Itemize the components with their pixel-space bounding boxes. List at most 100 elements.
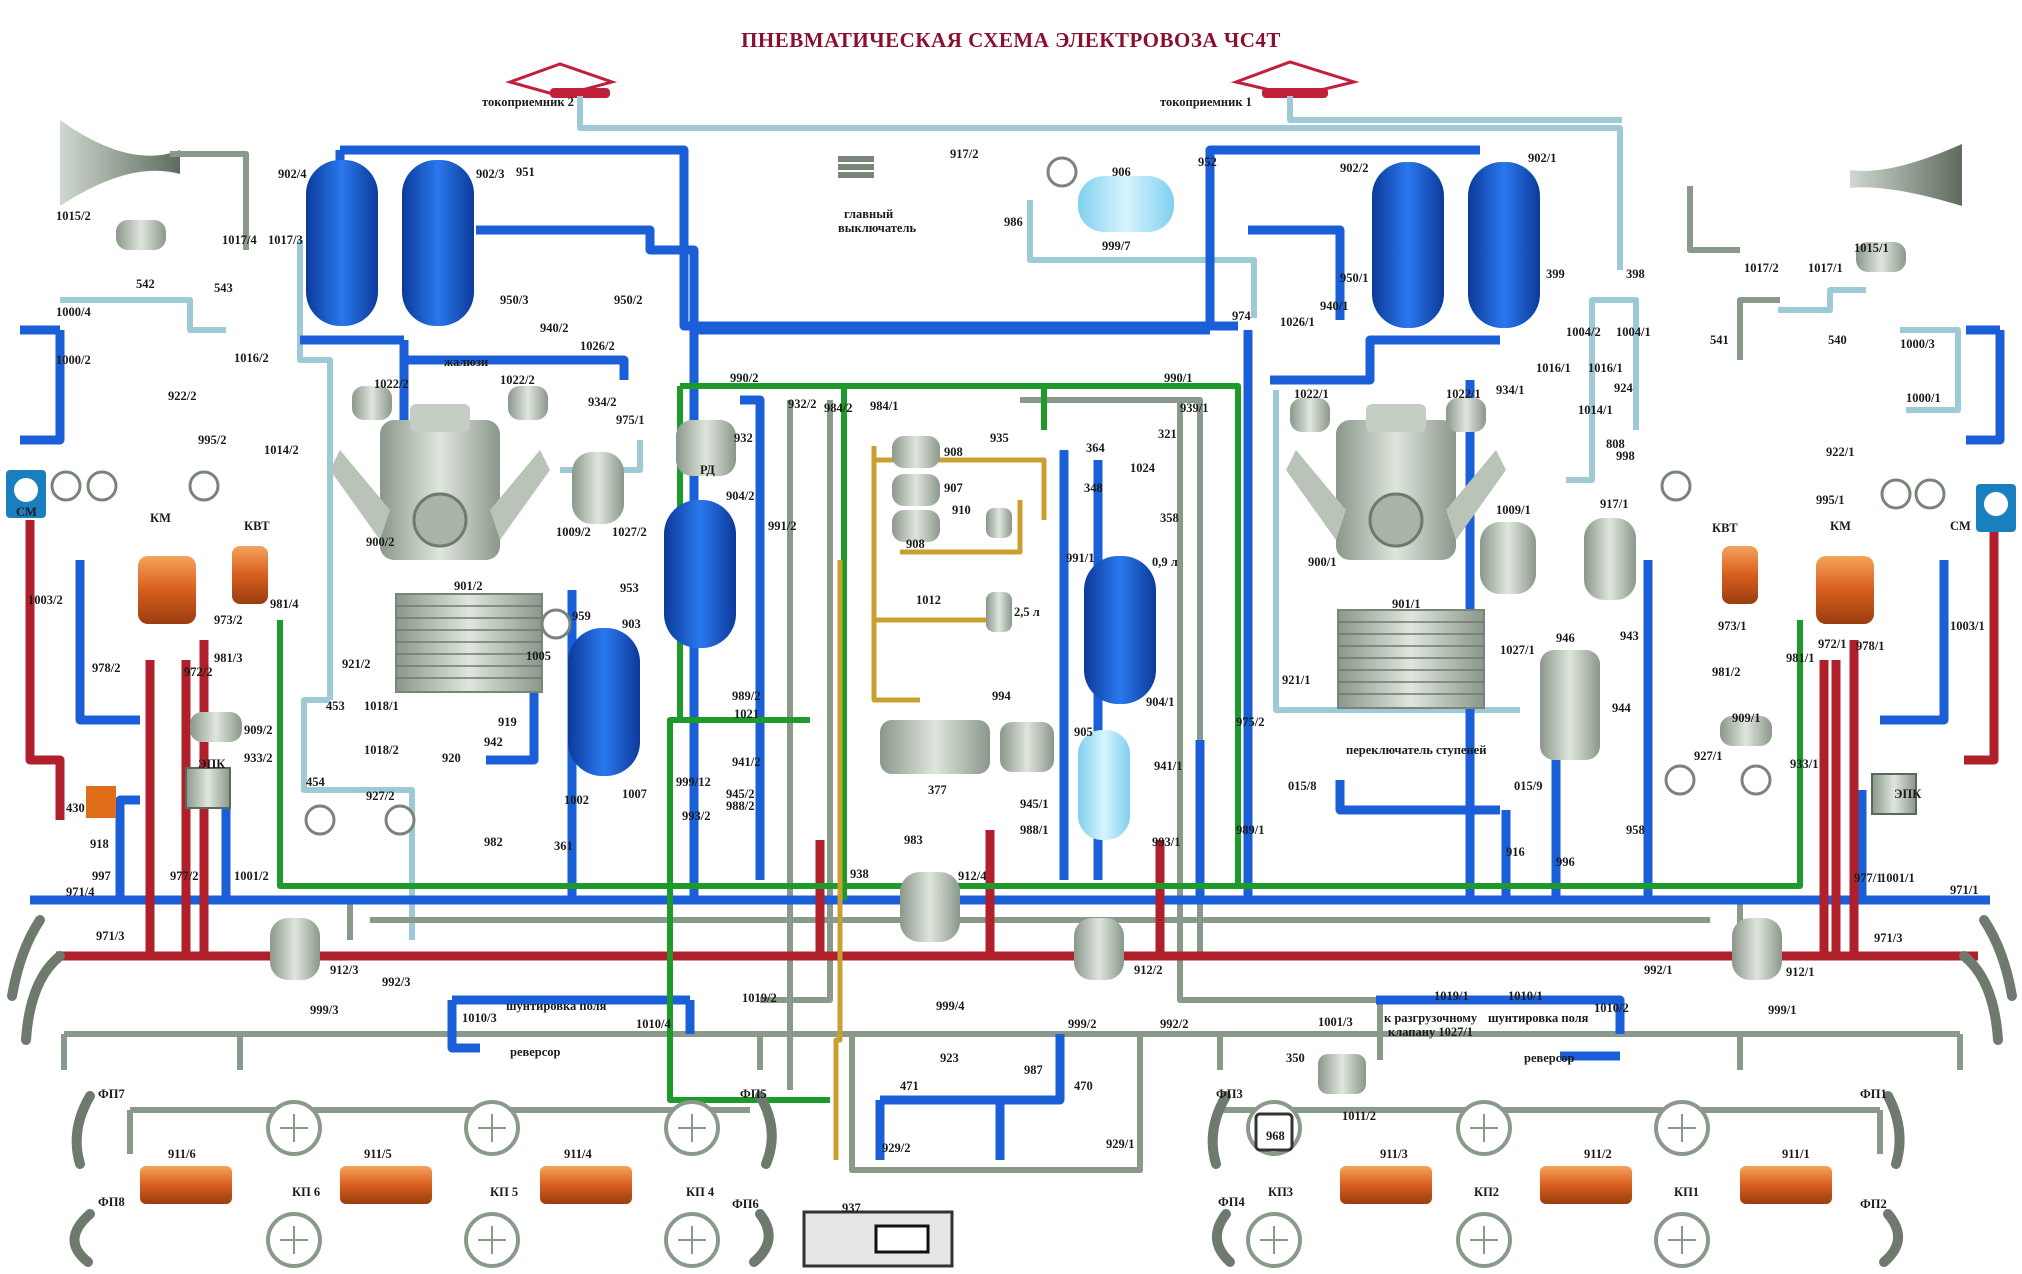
component-label: 1001/1 (1880, 871, 1915, 885)
component-label: 950/3 (500, 293, 529, 307)
component-label: 952 (1198, 155, 1217, 169)
component-label: КВТ (244, 519, 270, 533)
component-label: 348 (1084, 481, 1103, 495)
component-label: 982 (484, 835, 503, 849)
component-label: 911/1 (1782, 1147, 1810, 1161)
reservoir-902-2 (1372, 162, 1444, 328)
component-label: 0,9 л (1152, 555, 1178, 569)
component-label: 951 (516, 165, 535, 179)
component-label: 941/1 (1154, 759, 1183, 773)
component-label: 999/1 (1768, 1003, 1797, 1017)
component-label: 990/1 (1164, 371, 1193, 385)
component-label: реверсор (1524, 1051, 1575, 1065)
component-label: 1026/1 (1280, 315, 1315, 329)
epk-valve-left (185, 767, 231, 809)
device-937 (802, 1210, 954, 1268)
component-label: переключатель ступеней (1346, 743, 1487, 757)
component-label: 941/2 (732, 755, 761, 769)
component-label: 958 (1626, 823, 1645, 837)
component-label: 454 (306, 775, 325, 789)
compressor-900-1 (1286, 404, 1506, 560)
component-label: 398 (1626, 267, 1645, 281)
radiator-901-2 (395, 593, 543, 693)
component-label: 1022/1 (1446, 387, 1481, 401)
component-label: 1018/1 (364, 699, 399, 713)
component-label: ФП3 (1216, 1087, 1243, 1101)
component-label: 902/2 (1340, 161, 1369, 175)
component-label: 986 (1004, 215, 1023, 229)
component-label: 983 (904, 833, 923, 847)
component-label: 989/2 (732, 689, 761, 703)
component-label: 1004/2 (1566, 325, 1601, 339)
component-label: 981/2 (1712, 665, 1741, 679)
component-label: 1012 (916, 593, 941, 607)
component-label: КМ (1830, 519, 1851, 533)
component-label: 902/4 (278, 167, 307, 181)
component-label: 911/3 (1380, 1147, 1408, 1161)
epk-valve-right (1871, 773, 1917, 815)
component-label: 901/1 (1392, 597, 1421, 611)
component-label: СМ (1950, 519, 1971, 533)
component-label: токоприемник 2 (482, 95, 574, 109)
component-label: 1026/2 (580, 339, 615, 353)
component-label: 1000/2 (56, 353, 91, 367)
component-label: 1010/2 (1594, 1001, 1629, 1015)
component-label: КМ (150, 511, 171, 525)
component-label: 1009/2 (556, 525, 591, 539)
component-label: 917/1 (1600, 497, 1629, 511)
device-430 (86, 786, 116, 818)
component-label: 917/2 (950, 147, 979, 161)
component-label: клапану 1027/1 (1388, 1025, 1474, 1039)
component-label: 377 (928, 783, 947, 797)
component-label: 929/2 (882, 1141, 911, 1155)
component-label: 1019/1 (1434, 989, 1469, 1003)
component-label: 543 (214, 281, 233, 295)
component-label: 992/2 (1160, 1017, 1189, 1031)
component-label: СМ (16, 505, 37, 519)
component-label: 900/2 (366, 535, 395, 549)
component-label: 999/12 (676, 775, 711, 789)
component-label: 992/1 (1644, 963, 1673, 977)
component-label: 1017/1 (1808, 261, 1843, 275)
component-label: 975/2 (1236, 715, 1265, 729)
pantograph-2 (505, 62, 618, 98)
component-label: 945/1 (1020, 797, 1049, 811)
component-label: 1015/1 (1854, 241, 1889, 255)
component-label: 934/2 (588, 395, 617, 409)
gauges (50, 156, 1946, 836)
horn-left (60, 120, 180, 206)
component-label: 959 (572, 609, 591, 623)
pantograph-2-base (550, 88, 610, 98)
component-label: 904/2 (726, 489, 755, 503)
component-label: 971/3 (96, 929, 125, 943)
component-label: выключатель (838, 221, 917, 235)
component-label: 950/1 (1340, 271, 1369, 285)
component-label: 908 (944, 445, 963, 459)
component-label: 911/4 (564, 1147, 592, 1161)
component-label: 918 (90, 837, 109, 851)
component-label: 987 (1024, 1063, 1043, 1077)
component-label: 1000/1 (1906, 391, 1941, 405)
component-label: 471 (900, 1079, 919, 1093)
component-label: 938 (850, 867, 869, 881)
component-label: 973/1 (1718, 619, 1747, 633)
component-label: 1024 (1130, 461, 1155, 475)
component-label: 912/1 (1786, 965, 1815, 979)
component-label: ФП4 (1218, 1195, 1245, 1209)
cm-gauges (6, 470, 2016, 532)
component-label: 924 (1614, 381, 1633, 395)
component-label: 1021 (734, 707, 759, 721)
reservoir-906 (1078, 176, 1174, 232)
component-label: 358 (1160, 511, 1179, 525)
pantograph-1-base (1262, 88, 1328, 98)
component-label: 902/1 (1528, 151, 1557, 165)
component-label: 933/1 (1790, 757, 1819, 771)
component-label: к разгрузочному (1384, 1011, 1478, 1025)
component-label: 993/1 (1152, 835, 1181, 849)
component-label: 902/3 (476, 167, 505, 181)
brake-cylinders (140, 1166, 1832, 1204)
component-label: 903 (622, 617, 641, 631)
component-label: 430 (66, 801, 85, 815)
component-label: 1004/1 (1616, 325, 1651, 339)
